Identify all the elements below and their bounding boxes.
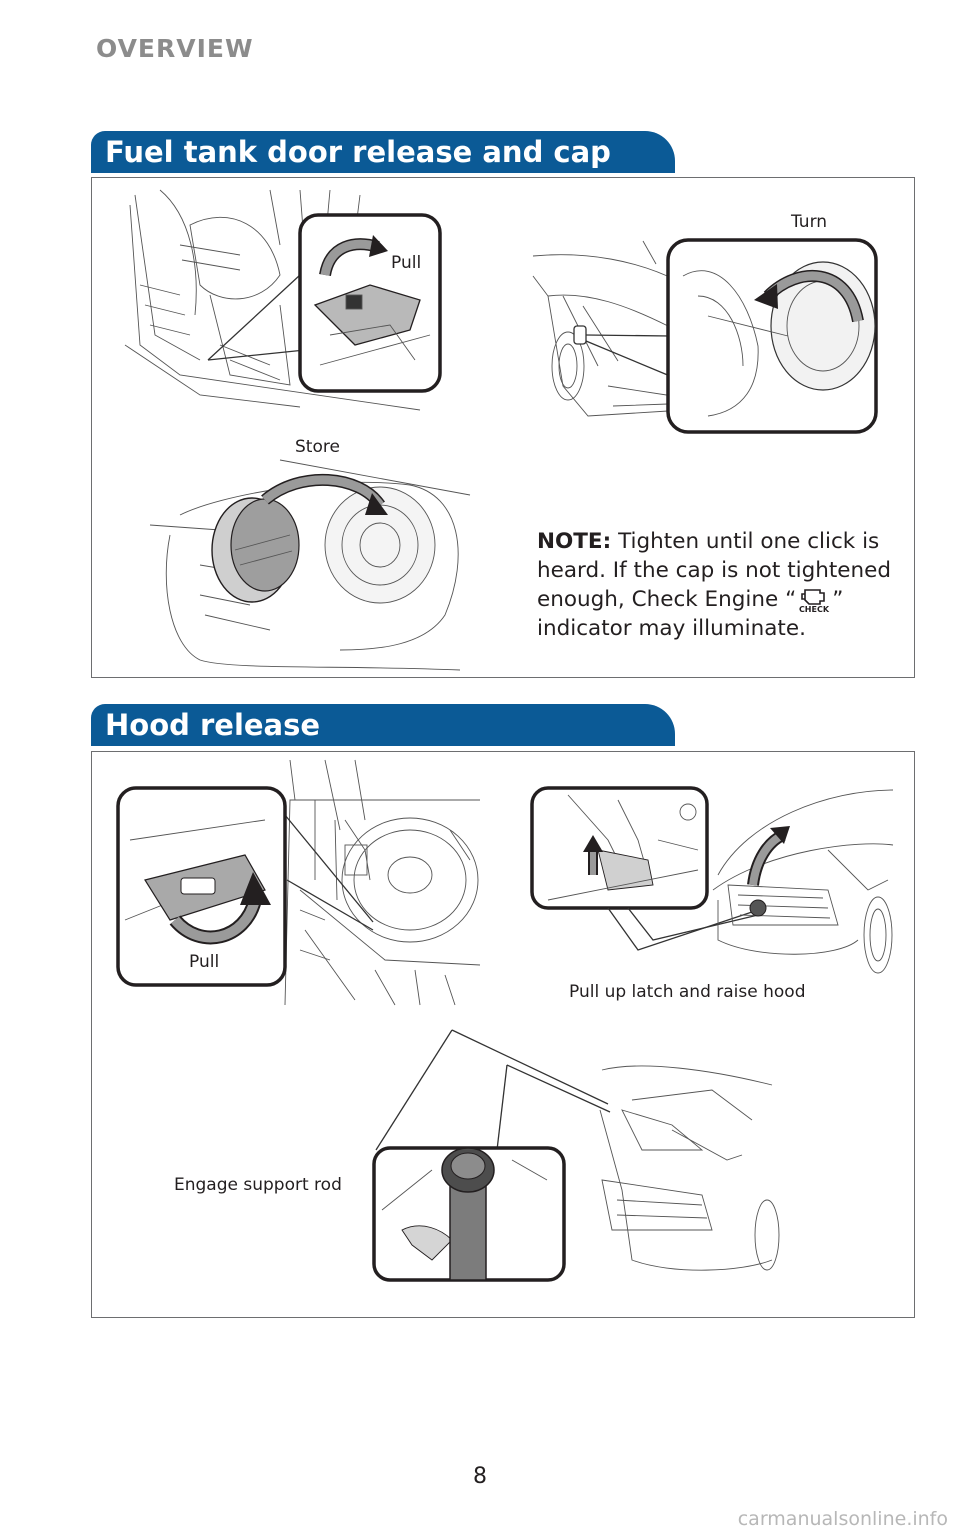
watermark: carmanualsonline.info: [737, 1508, 948, 1530]
note-label: NOTE:: [537, 529, 612, 554]
fuel-turn-label: Turn: [791, 212, 828, 232]
fuel-section-title: Fuel tank door release and cap: [91, 131, 675, 173]
fuel-cap-store-illustration: [149, 459, 471, 671]
check-icon-text: CHECK: [799, 605, 830, 614]
fuel-door-release-illustration: [124, 189, 442, 411]
note-text-1: Tighten until one click is heard. If the…: [537, 529, 892, 612]
page-number: 8: [473, 1464, 487, 1489]
hood-latch-illustration: [530, 786, 894, 974]
hood-pull-label: Pull: [189, 952, 220, 972]
fuel-cap-turn-illustration: [532, 238, 878, 434]
hood-section-title: Hood release: [91, 704, 675, 746]
fuel-store-label: Store: [295, 437, 340, 457]
hood-support-rod-illustration: [372, 1029, 780, 1282]
section-header: OVERVIEW: [96, 34, 254, 63]
hood-latch-label: Pull up latch and raise hood: [569, 982, 806, 1002]
note-text-2: ” indicator may illuminate.: [537, 587, 844, 641]
hood-release-lever-illustration: [116, 759, 481, 1006]
check-engine-icon: CHECK: [798, 587, 830, 614]
fuel-pull-label: Pull: [391, 253, 422, 273]
fuel-note: NOTE: Tighten until one click is heard. …: [537, 527, 907, 643]
hood-rod-label: Engage support rod: [174, 1175, 342, 1195]
